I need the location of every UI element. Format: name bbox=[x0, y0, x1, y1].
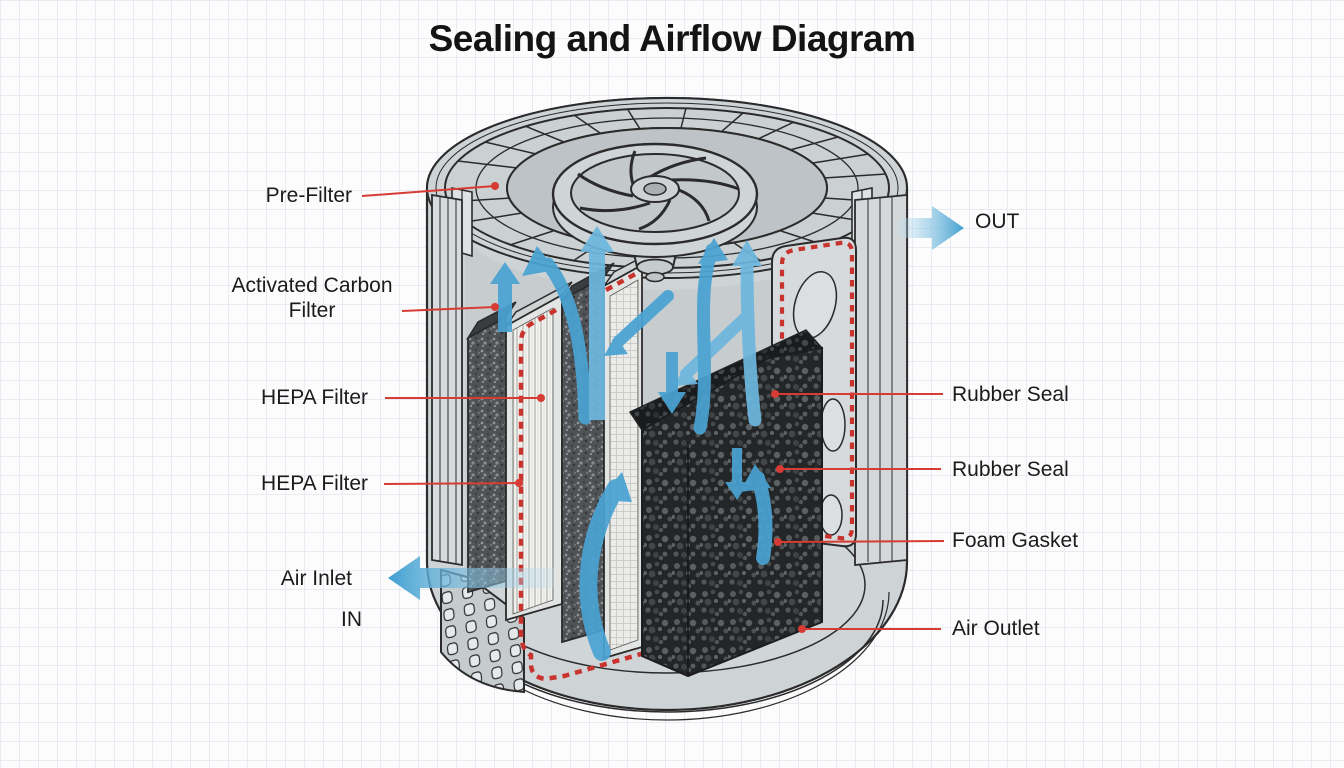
leader-air-outlet bbox=[798, 625, 941, 633]
leader-foam-gasket bbox=[774, 538, 945, 546]
rubber-seal-dashed-outline bbox=[779, 240, 855, 541]
leader-hepa-1 bbox=[385, 394, 545, 402]
airflow-up-arrow-icon bbox=[580, 226, 614, 420]
leader-rubber-seal-2 bbox=[776, 465, 941, 473]
airflow-up-arrow-icon bbox=[732, 240, 762, 427]
airflow-up-arrow-icon bbox=[740, 464, 773, 565]
hepa-filter-layer-2 bbox=[603, 251, 653, 660]
airflow-down-arrow-icon bbox=[725, 448, 749, 500]
label-in: IN bbox=[341, 608, 362, 631]
label-rubber-seal-1: Rubber Seal bbox=[952, 383, 1069, 406]
leader-hepa-2 bbox=[383, 479, 523, 487]
label-activated-carbon-filter: Activated Carbon Filter bbox=[231, 274, 393, 322]
leader-pre-filter bbox=[361, 182, 499, 197]
airflow-s-curve-up-arrow-icon bbox=[579, 472, 632, 661]
cutaway-wall-edges bbox=[431, 193, 908, 567]
label-rubber-seal-2: Rubber Seal bbox=[952, 458, 1069, 481]
page-title: Sealing and Airflow Diagram bbox=[428, 18, 916, 59]
label-air-outlet: Air Outlet bbox=[952, 617, 1040, 640]
air-in-block-arrow-icon bbox=[388, 556, 554, 600]
airflow-diagonal-arrow-icon bbox=[674, 312, 751, 386]
air-inlet-mesh bbox=[440, 568, 525, 694]
foam-gasket-block bbox=[628, 329, 824, 678]
airflow-up-arrow-icon bbox=[490, 262, 520, 332]
airflow-curved-up-arrow-icon bbox=[522, 246, 592, 425]
label-hepa-filter-2: HEPA Filter bbox=[261, 472, 368, 495]
fan-assembly bbox=[551, 142, 759, 283]
label-hepa-filter-1: HEPA Filter bbox=[261, 386, 368, 409]
label-out: OUT bbox=[975, 210, 1020, 233]
air-out-block-arrow-icon bbox=[898, 206, 964, 250]
leader-activated-carbon bbox=[401, 303, 499, 312]
airflow-s-curve-up-arrow-icon bbox=[693, 238, 728, 435]
label-air-inlet: Air Inlet bbox=[280, 567, 352, 590]
label-foam-gasket: Foam Gasket bbox=[952, 529, 1079, 552]
airflow-arrows bbox=[490, 226, 773, 661]
label-pre-filter: Pre-Filter bbox=[265, 184, 352, 207]
airflow-diagonal-arrow-icon bbox=[604, 290, 674, 356]
fan-blades bbox=[577, 150, 740, 231]
leader-lines bbox=[361, 182, 945, 633]
leader-rubber-seal-1 bbox=[771, 390, 943, 398]
airflow-down-arrow-icon bbox=[658, 352, 686, 414]
